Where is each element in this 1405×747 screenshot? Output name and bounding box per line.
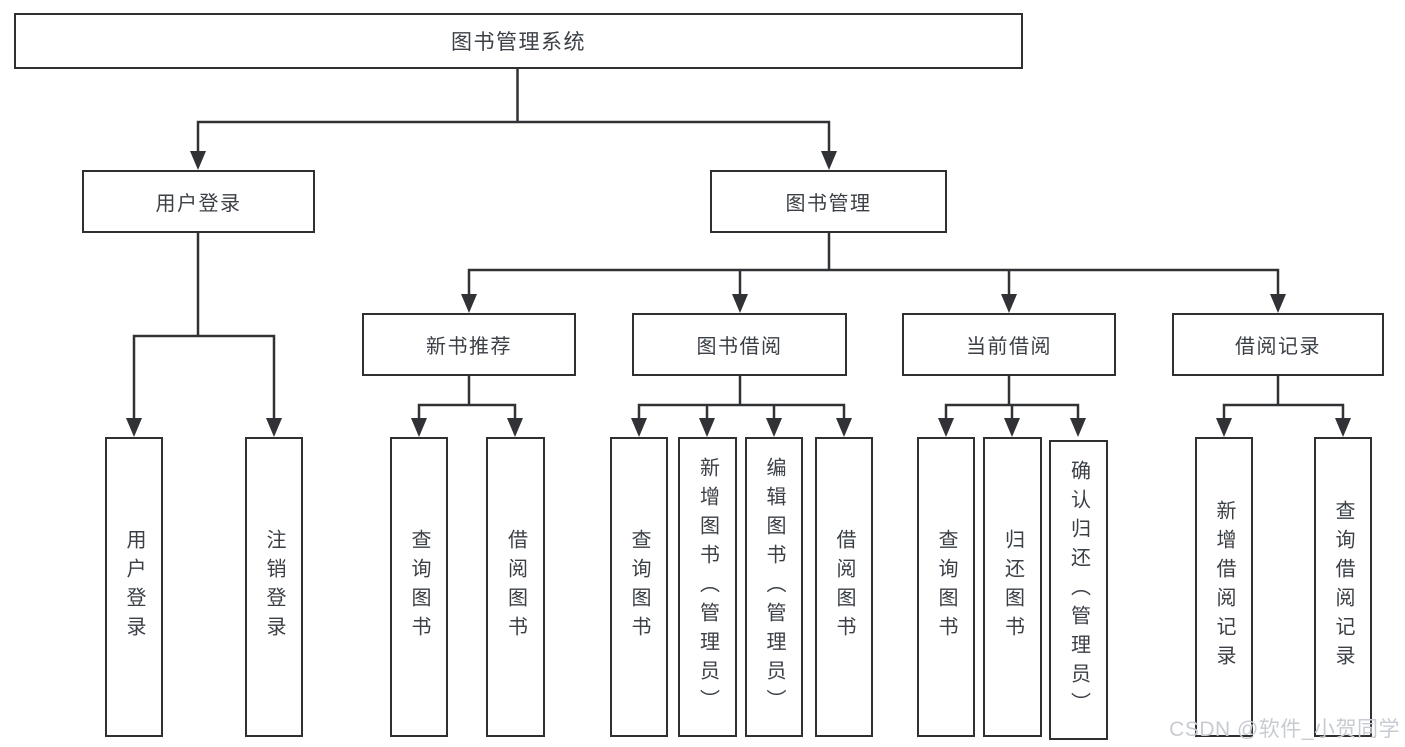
node-borrowing-records: 借阅记录: [1172, 313, 1384, 376]
watermark: CSDN @软件_小贺同学: [1169, 718, 1400, 741]
node-label: 图书管理: [785, 193, 872, 215]
node-user-login: 用户登录: [82, 170, 315, 233]
leaf-edit-book-admin: 编辑图书（管理员）: [745, 437, 803, 737]
node-label: 确认归还（管理员）: [1067, 459, 1090, 721]
node-label: 借阅记录: [1235, 336, 1321, 358]
node-book-management: 图书管理: [710, 170, 947, 233]
node-root: 图书管理系统: [14, 13, 1023, 69]
leaf-add-book-admin: 新增图书（管理员）: [678, 437, 737, 737]
node-label: 用户登录: [155, 193, 242, 215]
node-label: 新增借阅记录: [1213, 500, 1235, 674]
node-label: 图书管理系统: [451, 31, 586, 54]
node-label: 新书推荐: [426, 336, 512, 358]
node-label: 查询借阅记录: [1332, 500, 1354, 674]
node-label: 查询图书: [935, 529, 957, 645]
leaf-query-books-recommend: 查询图书: [390, 437, 448, 737]
node-book-borrowing: 图书借阅: [632, 313, 847, 376]
leaf-query-borrow-record: 查询借阅记录: [1314, 437, 1372, 737]
leaf-logout: 注销登录: [245, 437, 303, 737]
node-label: 借阅图书: [833, 529, 855, 645]
node-label: 当前借阅: [966, 336, 1052, 358]
node-new-book-recommend: 新书推荐: [362, 313, 576, 376]
leaf-confirm-return-admin: 确认归还（管理员）: [1049, 440, 1108, 740]
connector-paths: [132, 67, 1345, 421]
node-label: 归还图书: [1001, 529, 1024, 645]
arrowhead-icons: [126, 151, 1351, 437]
node-label: 图书借阅: [696, 336, 783, 358]
leaf-query-books-current: 查询图书: [917, 437, 975, 737]
leaf-return-books: 归还图书: [983, 437, 1042, 737]
leaf-add-borrow-record: 新增借阅记录: [1195, 437, 1253, 737]
leaf-borrow-books-recommend: 借阅图书: [486, 437, 545, 737]
leaf-query-books-borrowing: 查询图书: [610, 437, 668, 737]
leaf-borrow-books: 借阅图书: [815, 437, 873, 737]
node-label: 注销登录: [263, 529, 285, 645]
node-label: 新增图书（管理员）: [696, 456, 719, 718]
node-label: 编辑图书（管理员）: [763, 456, 785, 718]
node-label: 借阅图书: [504, 529, 527, 645]
leaf-user-login: 用户登录: [105, 437, 163, 737]
node-label: 查询图书: [408, 529, 430, 645]
node-current-borrowing: 当前借阅: [902, 313, 1116, 376]
node-label: 用户登录: [123, 529, 145, 645]
node-label: 查询图书: [628, 529, 650, 645]
